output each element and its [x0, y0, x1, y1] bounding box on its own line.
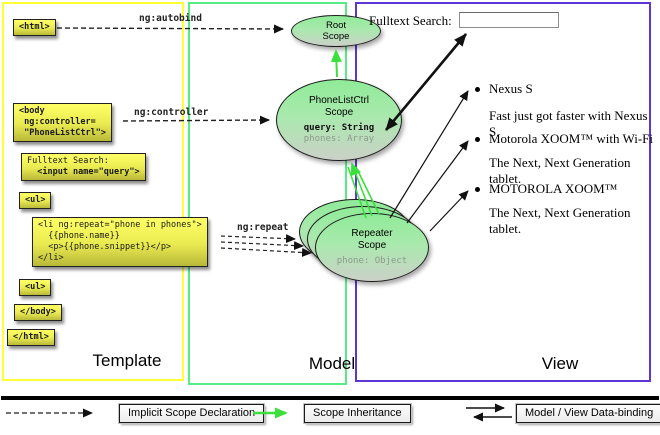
bullet-icon: [475, 187, 480, 192]
label-ng-controller: ng:controller: [134, 107, 209, 118]
root-scope-title: Root Scope: [322, 20, 350, 42]
code-box-li-repeat: <li ng:repeat="phone in phones"> {{phone…: [32, 217, 208, 267]
view-column-label: View: [541, 354, 579, 373]
phonelistctrl-prop-phones: phones: Array: [303, 134, 375, 144]
model-column: [188, 2, 347, 385]
root-scope-ellipse: Root Scope: [291, 15, 381, 47]
code-box-html-open: <html>: [13, 19, 56, 36]
phonelistctrl-scope-ellipse: PhoneListCtrl Scope query: String phones…: [276, 79, 402, 161]
view-item-title: Nexus S: [489, 81, 533, 96]
model-column-label: Model: [308, 354, 356, 373]
legend-separator: [1, 396, 659, 400]
code-box-html-close: </html>: [7, 329, 55, 346]
code-box-ul-open: <ul>: [19, 192, 52, 209]
label-ng-repeat: ng:repeat: [237, 222, 289, 233]
repeater-scope-ellipse-front: Repeater Scope phone: Object: [315, 213, 429, 282]
view-item-title: MOTOROLA XOOM™: [489, 181, 618, 196]
bullet-icon: [475, 137, 480, 142]
view-search-label: Fulltext Search:: [369, 13, 452, 28]
bullet-icon: [475, 87, 480, 92]
phonelistctrl-prop-query: query: String: [303, 123, 375, 133]
code-fulltext-label: Fulltext Search:: [27, 156, 109, 166]
fulltext-search-input[interactable]: [459, 12, 559, 28]
code-box-body-close: </body>: [14, 304, 62, 321]
legend-implicit-scope: Implicit Scope Declaration: [119, 404, 265, 423]
template-column-label: Template: [92, 351, 162, 370]
code-fulltext-input: <input name="query">: [27, 167, 140, 177]
view-item-desc: The Next, Next Generation tablet.: [489, 205, 631, 236]
code-box-fulltext: Fulltext Search: <input name="query">: [21, 153, 146, 181]
label-ng-autobind: ng:autobind: [139, 13, 202, 24]
legend-model-view-binding: Model / View Data-binding: [516, 404, 660, 423]
code-box-ul-close: <ul>: [19, 279, 52, 296]
view-item-desc: Fast just got faster with Nexus S.: [489, 108, 648, 139]
legend-scope-inheritance: Scope Inheritance: [304, 404, 411, 423]
repeater-prop-phone: phone: Object: [336, 256, 408, 266]
view-item-desc: The Next, Next Generation tablet.: [489, 155, 631, 186]
repeater-scope-title: Repeater Scope: [351, 228, 393, 251]
code-box-body-open: <body ng:controller= "PhoneListCtrl">: [13, 103, 112, 142]
phonelistctrl-scope-title: PhoneListCtrl Scope: [308, 95, 370, 118]
view-item-title: Motorola XOOM™ with Wi-Fi: [489, 131, 654, 146]
